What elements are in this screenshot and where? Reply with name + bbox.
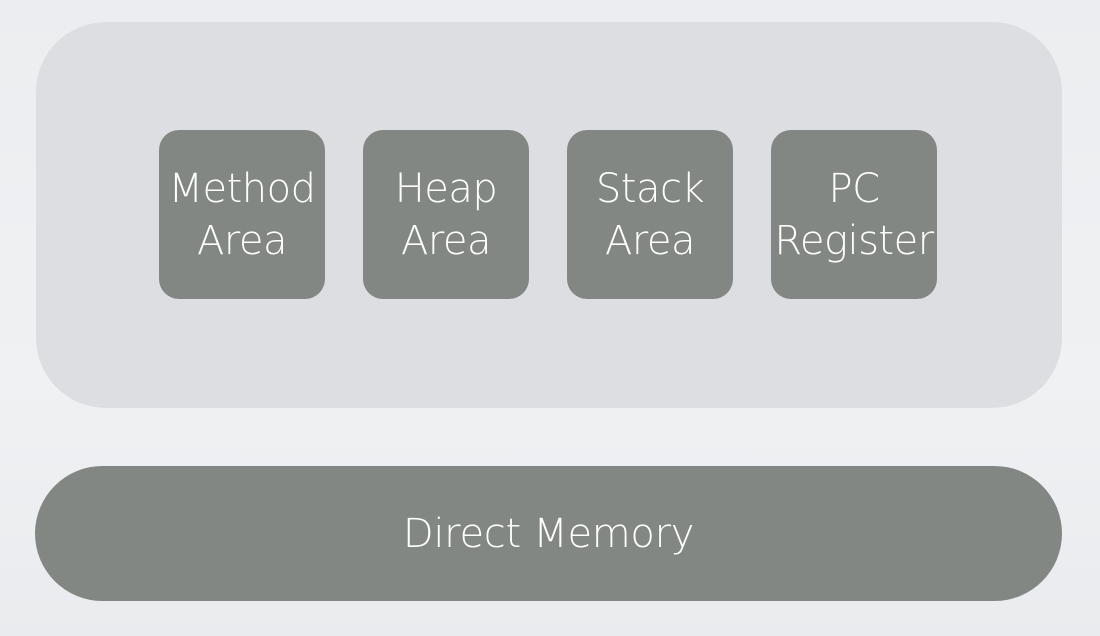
pc-register-label-line2: Register — [774, 217, 934, 264]
stack-area-label-line1: Stack — [595, 165, 705, 212]
heap-area-box: Heap Area — [363, 130, 529, 299]
direct-memory-bar: Direct Memory — [35, 466, 1062, 601]
runtime-data-area-panel: Method Area Heap Area Stack Area PC Regi… — [36, 22, 1062, 408]
heap-area-label-line1: Heap — [394, 165, 498, 212]
pc-register-box: PC Register — [771, 130, 937, 299]
heap-area-label-line2: Area — [400, 217, 492, 264]
method-area-box: Method Area — [159, 130, 325, 299]
pc-register-label-line1: PC — [828, 165, 880, 212]
method-area-label-line1: Method — [168, 165, 316, 212]
stack-area-box: Stack Area — [567, 130, 733, 299]
stack-area-label-line2: Area — [604, 217, 696, 264]
direct-memory-label: Direct Memory — [402, 510, 695, 557]
method-area-label-line2: Area — [196, 217, 288, 264]
